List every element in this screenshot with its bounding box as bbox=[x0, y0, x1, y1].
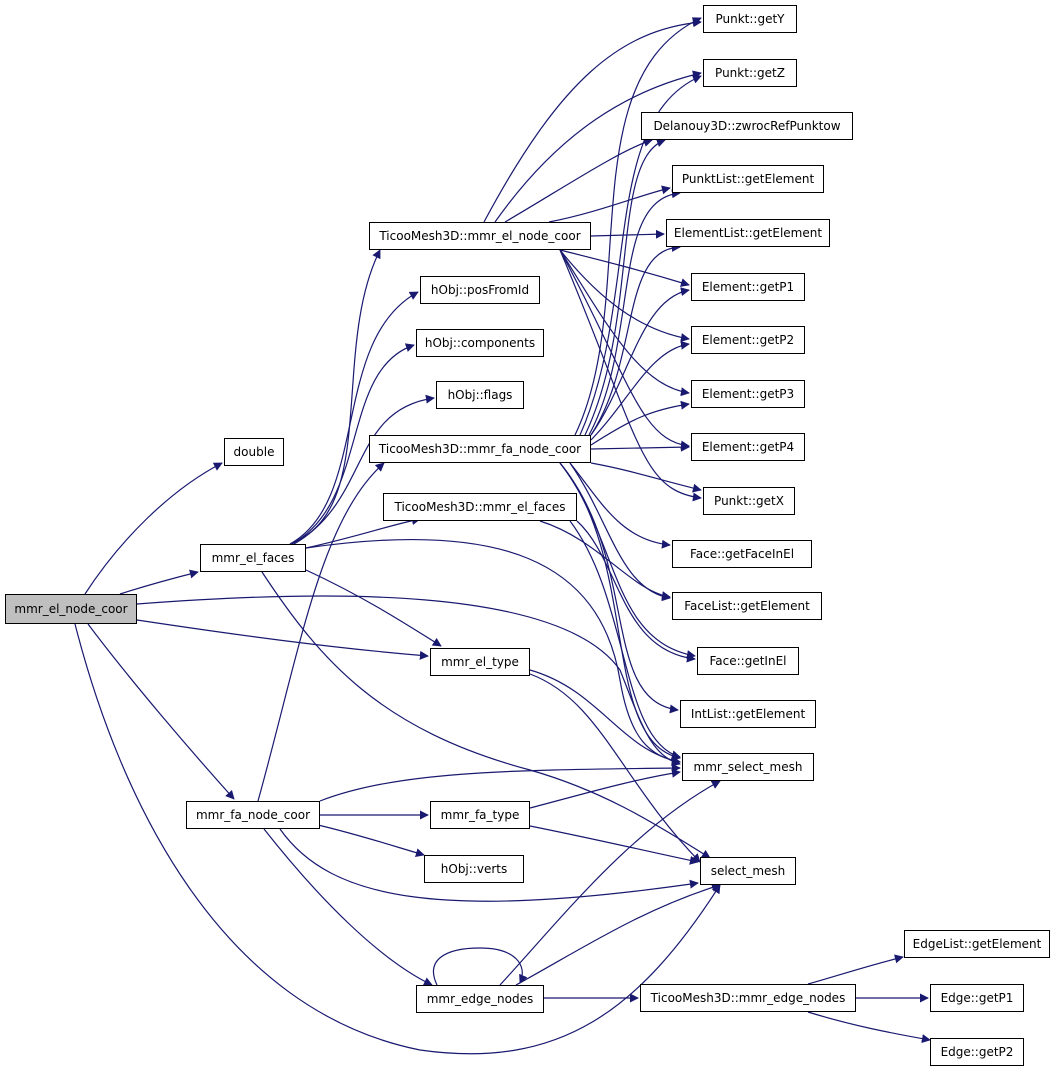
edge-mmr-el-faces-to-select-mesh bbox=[261, 571, 711, 859]
node-punktlist-getelement[interactable]: PunktList::getElement bbox=[672, 165, 824, 193]
node-mmr-fa-type[interactable]: mmr_fa_type bbox=[430, 801, 530, 829]
node-mmr-select-mesh[interactable]: mmr_select_mesh bbox=[682, 753, 814, 781]
node-ticoomesh3d-mmr-el-node-coor[interactable]: TicooMesh3D::mmr_el_node_coor bbox=[369, 222, 591, 250]
edge-ticoomesh3d-fa-node-to-getP4 bbox=[590, 442, 690, 452]
edge-ticoomesh3d-el-node-to-getP4 bbox=[559, 249, 690, 450]
edge-ticoomesh3d-edge-nodes-to-edge-getp2 bbox=[807, 1011, 931, 1044]
edge-ticoomesh3d-el-node-to-getX bbox=[559, 249, 702, 502]
edge-mmr-el-node-coor-to-mmr-el-faces bbox=[119, 569, 199, 595]
edge-ticoomesh3d-fa-node-to-getP2 bbox=[590, 340, 690, 441]
edge-ticoomesh3d-el-node-to-punktlist bbox=[548, 185, 671, 223]
edge-ticoomesh3d-fa-node-to-facelist bbox=[569, 462, 671, 602]
edge-ticoomesh3d-fa-node-to-zwroc bbox=[584, 138, 666, 436]
edge-mmr-fa-type-to-select-mesh-mmr bbox=[529, 768, 681, 809]
edge-ticoomesh3d-fa-node-to-getZ bbox=[579, 75, 702, 436]
edge-mmr-fa-node-coor-to-select-mesh bbox=[279, 828, 699, 902]
node-double[interactable]: double bbox=[224, 438, 284, 466]
node-mmr-el-type[interactable]: mmr_el_type bbox=[430, 648, 530, 676]
edge-mmr-fa-node-coor-to-mmr-edge-nodes bbox=[263, 828, 433, 986]
edge-ticoomesh3d-el-node-to-getP1 bbox=[559, 249, 690, 287]
edge-ticoomesh3d-el-node-to-zwroc bbox=[504, 138, 653, 223]
node-mmr-el-node-coor: mmr_el_node_coor bbox=[5, 594, 137, 624]
node-mmr-edge-nodes[interactable]: mmr_edge_nodes bbox=[416, 985, 544, 1013]
node-facelist-getelement[interactable]: FaceList::getElement bbox=[672, 592, 822, 620]
edge-ticoomesh3d-fa-node-to-getX bbox=[590, 462, 702, 493]
node-hobj-posfromid[interactable]: hObj::posFromId bbox=[420, 276, 540, 304]
node-hobj-flags[interactable]: hObj::flags bbox=[436, 381, 524, 409]
node-punkt-getx[interactable]: Punkt::getX bbox=[703, 487, 795, 515]
node-element-getp2[interactable]: Element::getP2 bbox=[691, 326, 805, 354]
edge-mmr-fa-type-to-select-mesh bbox=[529, 825, 699, 865]
node-element-getp1[interactable]: Element::getP1 bbox=[691, 273, 805, 301]
node-element-getp3[interactable]: Element::getP3 bbox=[691, 380, 805, 408]
node-ticoomesh3d-mmr-fa-node-coor[interactable]: TicooMesh3D::mmr_fa_node_coor bbox=[369, 435, 591, 463]
edge-mmr-fa-node-coor-to-ticoomesh3d-mmr-fa-node-coor bbox=[257, 462, 385, 802]
edge-mmr-el-faces-to-components bbox=[291, 343, 415, 545]
edge-mmr-el-node-coor-to-mmr-select-mesh bbox=[136, 595, 681, 767]
edge-mmr-el-faces-to-mmr-select-mesh bbox=[305, 538, 681, 765]
node-elementlist-getelement[interactable]: ElementList::getElement bbox=[666, 219, 830, 247]
edge-mmr-el-type-to-select-mesh-mmr bbox=[529, 669, 681, 765]
edge-ticoomesh3d-edge-nodes-to-edgelist bbox=[807, 954, 904, 985]
edge-ticoomesh3d-el-faces-to-getinel bbox=[576, 520, 696, 663]
node-select-mesh[interactable]: select_mesh bbox=[700, 857, 796, 885]
node-edge-getp1[interactable]: Edge::getP1 bbox=[930, 984, 1024, 1012]
edge-ticoomesh3d-el-node-to-getP3 bbox=[559, 249, 690, 397]
node-hobj-verts[interactable]: hObj::verts bbox=[424, 855, 524, 883]
edge-mmr-edge-nodes-to-select-mesh bbox=[515, 883, 721, 986]
node-edge-getp2[interactable]: Edge::getP2 bbox=[930, 1038, 1024, 1066]
edge-ticoomesh3d-fa-node-to-getP3 bbox=[590, 400, 690, 446]
edge-mmr-el-node-coor-to-double bbox=[84, 462, 223, 595]
node-mmr-fa-node-coor[interactable]: mmr_fa_node_coor bbox=[186, 801, 320, 829]
node-intlist-getelement[interactable]: IntList::getElement bbox=[680, 700, 816, 728]
edge-mmr-el-node-coor-to-mmr-fa-node-coor bbox=[87, 623, 235, 800]
node-face-getfaceinel[interactable]: Face::getFaceInEl bbox=[672, 540, 812, 568]
edge-mmr-el-faces-to-posfromid bbox=[289, 291, 419, 545]
node-edgelist-getelement[interactable]: EdgeList::getElement bbox=[904, 930, 1050, 958]
node-face-getinel[interactable]: Face::getInEl bbox=[697, 647, 799, 675]
edge-ticoomesh3d-el-node-to-getY bbox=[483, 18, 702, 223]
node-hobj-components[interactable]: hObj::components bbox=[416, 329, 544, 357]
edge-mmr-el-type-to-select-mesh bbox=[529, 673, 701, 863]
edge-mmr-fa-node-coor-to-hobj-verts bbox=[317, 824, 425, 858]
node-element-getp4[interactable]: Element::getP4 bbox=[691, 433, 805, 461]
edge-ticoomesh3d-el-faces-to-facelist bbox=[539, 520, 671, 601]
edge-mmr-el-faces-to-ticoomesh3d-mmr-el-faces bbox=[305, 516, 421, 549]
edge-ticoomesh3d-fa-node-to-getP1 bbox=[590, 287, 690, 436]
node-ticoomesh3d-mmr-el-faces[interactable]: TicooMesh3D::mmr_el_faces bbox=[383, 493, 577, 521]
edge-ticoomesh3d-fa-node-to-getY bbox=[574, 17, 702, 436]
edge-ticoomesh3d-el-node-to-getP2 bbox=[559, 249, 690, 342]
edge-ticoomesh3d-fa-node-to-getfaceinel bbox=[569, 462, 671, 549]
node-punkt-gety[interactable]: Punkt::getY bbox=[703, 5, 797, 33]
node-delanouy3d-zwrocrefpunktow[interactable]: Delanouy3D::zwrocRefPunktow bbox=[641, 112, 853, 140]
edge-mmr-el-node-coor-to-mmr-el-type bbox=[136, 619, 429, 660]
edge-mmr-el-faces-to-mmr-el-type bbox=[305, 569, 442, 647]
edge-ticoomesh3d-fa-node-to-intlist bbox=[559, 462, 679, 714]
node-ticoomesh3d-mmr-edge-nodes[interactable]: TicooMesh3D::mmr_edge_nodes bbox=[640, 984, 856, 1012]
edge-ticoomesh3d-el-node-to-getZ bbox=[494, 70, 702, 223]
node-mmr-el-faces[interactable]: mmr_el_faces bbox=[200, 544, 306, 572]
edge-ticoomesh3d-fa-node-to-elementlist bbox=[590, 242, 681, 436]
edge-mmr-el-faces-to-flags bbox=[293, 394, 435, 545]
edge-ticoomesh3d-el-faces-to-select-mesh bbox=[569, 520, 681, 760]
node-punkt-getz[interactable]: Punkt::getZ bbox=[703, 59, 797, 87]
edge-ticoomesh3d-fa-node-to-punktlist bbox=[588, 189, 681, 436]
edge-ticoomesh3d-fa-node-to-select-mesh bbox=[559, 462, 681, 761]
edge-mmr-el-faces-to-ticoomesh3d-mmr-el-node-coor bbox=[289, 249, 381, 545]
edge-mmr-edge-nodes-loop bbox=[432, 947, 528, 986]
edge-mmr-edge-nodes-to-select-mesh-mmr bbox=[499, 780, 721, 986]
edge-mmr-fa-node-coor-to-mmr-select-mesh bbox=[319, 763, 681, 802]
edge-mmr-el-node-coor-to-select-mesh bbox=[74, 623, 721, 1055]
